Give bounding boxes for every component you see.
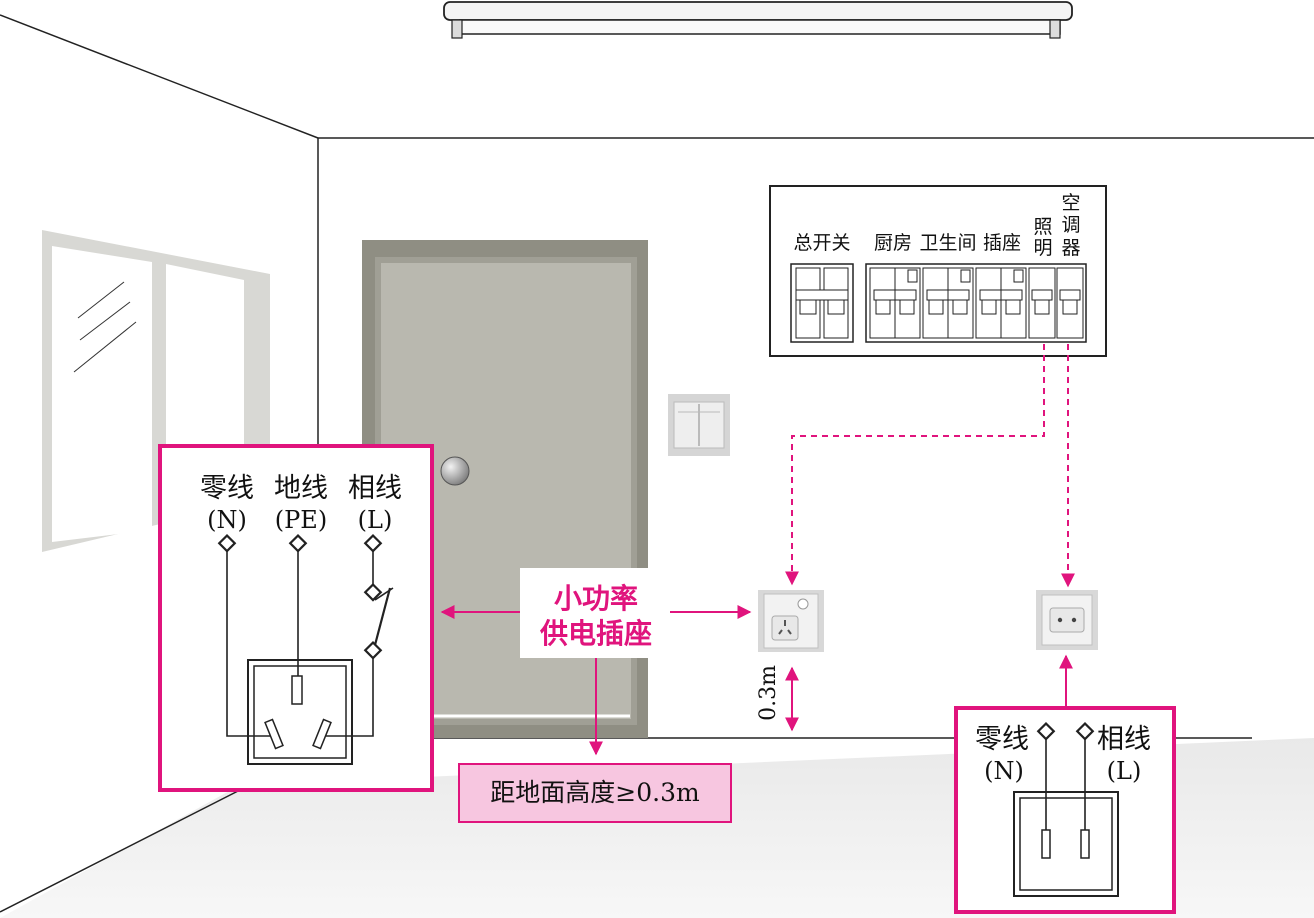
right-socket-outline-inner	[1019, 797, 1113, 891]
label-ground: 地线	[274, 473, 328, 504]
wire-live-bottom	[326, 658, 374, 737]
label-neutral-code: (N)	[207, 506, 247, 534]
right-socket-outline-outer	[1013, 791, 1119, 897]
height-note: 距地面高度≥0.3m	[458, 763, 732, 823]
right-pin-live	[1080, 829, 1090, 859]
terminal-ground	[288, 533, 308, 553]
label-live-code: (L)	[358, 506, 393, 534]
callout-line-1: 小功率	[554, 582, 638, 615]
label-ac-1: 空	[1061, 192, 1080, 214]
pin-ground	[291, 675, 303, 705]
distribution-panel: 总开关 厨房 卫生间 插座 照 明 空 调 器	[769, 185, 1107, 357]
terminal-neutral	[217, 533, 237, 553]
breaker-kitchen	[869, 267, 921, 339]
wall-light-switch	[668, 394, 730, 456]
breaker-lighting	[1028, 267, 1056, 339]
height-dimension: 0.3m	[756, 665, 799, 732]
switch-blade	[373, 587, 392, 646]
dimension-label: 0.3m	[756, 665, 781, 721]
wire-neutral	[226, 551, 270, 737]
door-knob	[440, 456, 470, 486]
left-inset: 零线 地线 相线 (N) (PE) (L)	[158, 444, 434, 792]
small-power-socket	[758, 590, 824, 652]
label-neutral: 零线	[200, 473, 254, 504]
right-terminal-live	[1075, 721, 1095, 741]
ceiling-edge-left	[0, 14, 319, 139]
right-label-neutral-code: (N)	[984, 757, 1024, 785]
switch-contact-top	[363, 582, 383, 602]
label-lighting-2: 明	[1033, 237, 1052, 259]
label-main-switch: 总开关	[793, 232, 850, 254]
callout-background	[520, 568, 670, 658]
breaker-ac	[1056, 267, 1084, 339]
label-ac-3: 器	[1061, 237, 1080, 259]
left-inset-frame	[158, 444, 434, 792]
label-kitchen: 厨房	[874, 232, 912, 254]
socket-outline-inner	[253, 665, 347, 759]
ceiling-lamp	[443, 1, 1073, 39]
label-socket: 插座	[983, 232, 1021, 254]
right-label-neutral: 零线	[975, 724, 1029, 755]
breaker-bathroom	[922, 267, 974, 339]
callout-arrows	[440, 605, 1073, 756]
right-pin-neutral	[1041, 829, 1051, 859]
right-terminal-neutral	[1036, 721, 1056, 741]
height-note-box	[458, 763, 732, 823]
label-ground-code: (PE)	[275, 506, 327, 534]
right-inset-frame	[954, 706, 1176, 914]
right-inset: 零线 相线 (N) (L)	[954, 706, 1176, 914]
label-bathroom: 卫生间	[919, 232, 976, 254]
supply-routes	[785, 344, 1075, 588]
switch-contact-bottom	[363, 640, 383, 660]
main-breaker	[790, 263, 854, 343]
label-live: 相线	[348, 473, 402, 504]
ac-socket	[1036, 590, 1098, 650]
height-note-text: 距地面高度≥0.3m	[490, 778, 700, 807]
label-lighting-1: 照	[1033, 216, 1052, 238]
socket-outline-outer	[247, 659, 353, 765]
right-label-live-code: (L)	[1107, 757, 1142, 785]
route-to-small-socket	[785, 344, 1045, 586]
callout-line-2: 供电插座	[539, 617, 652, 650]
terminal-live	[363, 533, 383, 553]
breaker-socket	[975, 267, 1027, 339]
pin-live	[312, 718, 332, 750]
floor-edge-left	[0, 789, 241, 913]
label-ac-2: 调	[1061, 214, 1080, 236]
pin-neutral	[264, 718, 284, 750]
callout-label: 小功率 供电插座	[520, 568, 670, 658]
right-label-live: 相线	[1097, 724, 1151, 755]
